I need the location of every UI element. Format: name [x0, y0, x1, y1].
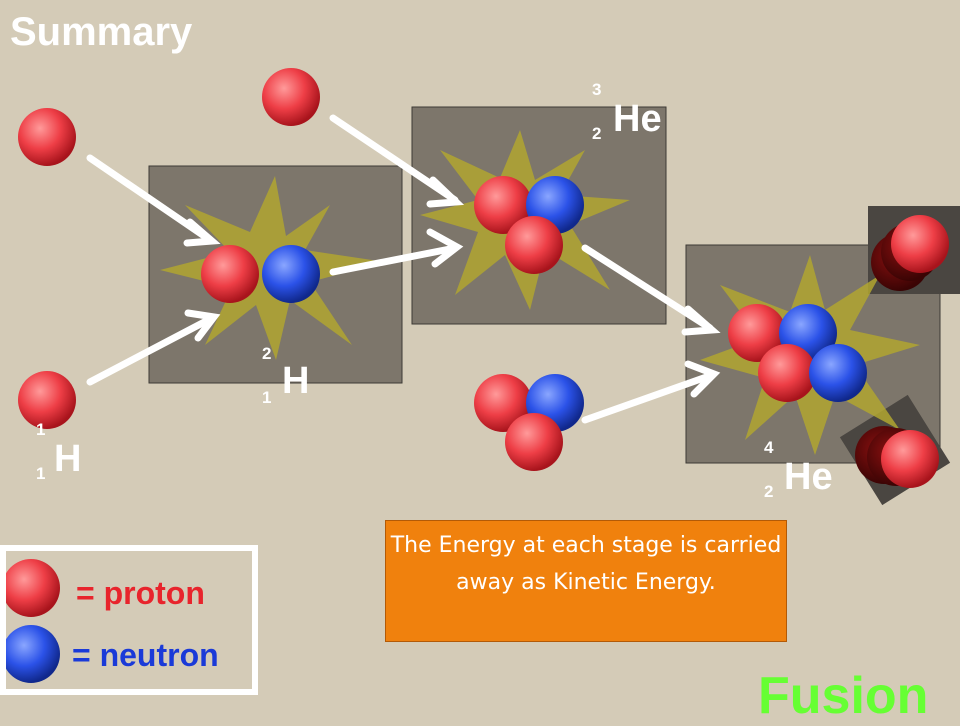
label-hydrogen-2: 2 1 H [262, 344, 322, 414]
proton-incoming-bottom [18, 371, 76, 429]
legend-neutron-icon [2, 625, 60, 683]
he3-proton-1 [474, 176, 532, 234]
he4-proton-2 [758, 344, 816, 402]
reaction-arrows [86, 114, 721, 424]
proton-incoming-top [18, 108, 76, 166]
label-helium-4: 4 2 He [764, 438, 854, 508]
he3-proton-2 [505, 216, 563, 274]
label-he4-atomic: 2 [764, 482, 774, 501]
legend-proton-label: = proton [76, 575, 205, 611]
label-h1-symbol: H [54, 438, 82, 480]
deuterium-proton [201, 245, 259, 303]
he4-neutron-2 [809, 344, 867, 402]
deuterium-neutron [262, 245, 320, 303]
label-he4-symbol: He [784, 456, 833, 498]
fusion-heading: Fusion [758, 667, 929, 725]
label-h2-symbol: H [282, 360, 310, 402]
he3-incoming-proton-1 [474, 374, 532, 432]
label-h1-mass: 1 [36, 420, 46, 439]
arrow-6 [581, 371, 716, 424]
he4-proton-1 [728, 304, 786, 362]
label-h1-atomic: 1 [36, 464, 46, 483]
he3-incoming-proton-2 [505, 413, 563, 471]
label-h2-mass: 2 [262, 344, 272, 363]
emitted-proton-2 [881, 430, 939, 488]
arrow-4 [329, 244, 459, 276]
arrow-2 [86, 314, 216, 386]
legend-neutron-label: = neutron [72, 637, 219, 673]
emitted-proton-1 [891, 215, 949, 273]
energy-note: The Energy at each stage is carried away… [385, 520, 787, 642]
label-helium-3: 3 2 He [592, 80, 682, 150]
proton-incoming-stage2 [262, 68, 320, 126]
label-he3-symbol: He [613, 98, 662, 140]
label-hydrogen-1: 1 1 H [36, 420, 96, 490]
legend-proton-icon [2, 559, 60, 617]
page-title: Summary [10, 10, 193, 54]
legend-box: = proton = neutron [0, 545, 258, 695]
label-he3-atomic: 2 [592, 124, 602, 143]
label-h2-atomic: 1 [262, 388, 272, 407]
label-he4-mass: 4 [764, 438, 774, 457]
label-he3-mass: 3 [592, 80, 602, 99]
